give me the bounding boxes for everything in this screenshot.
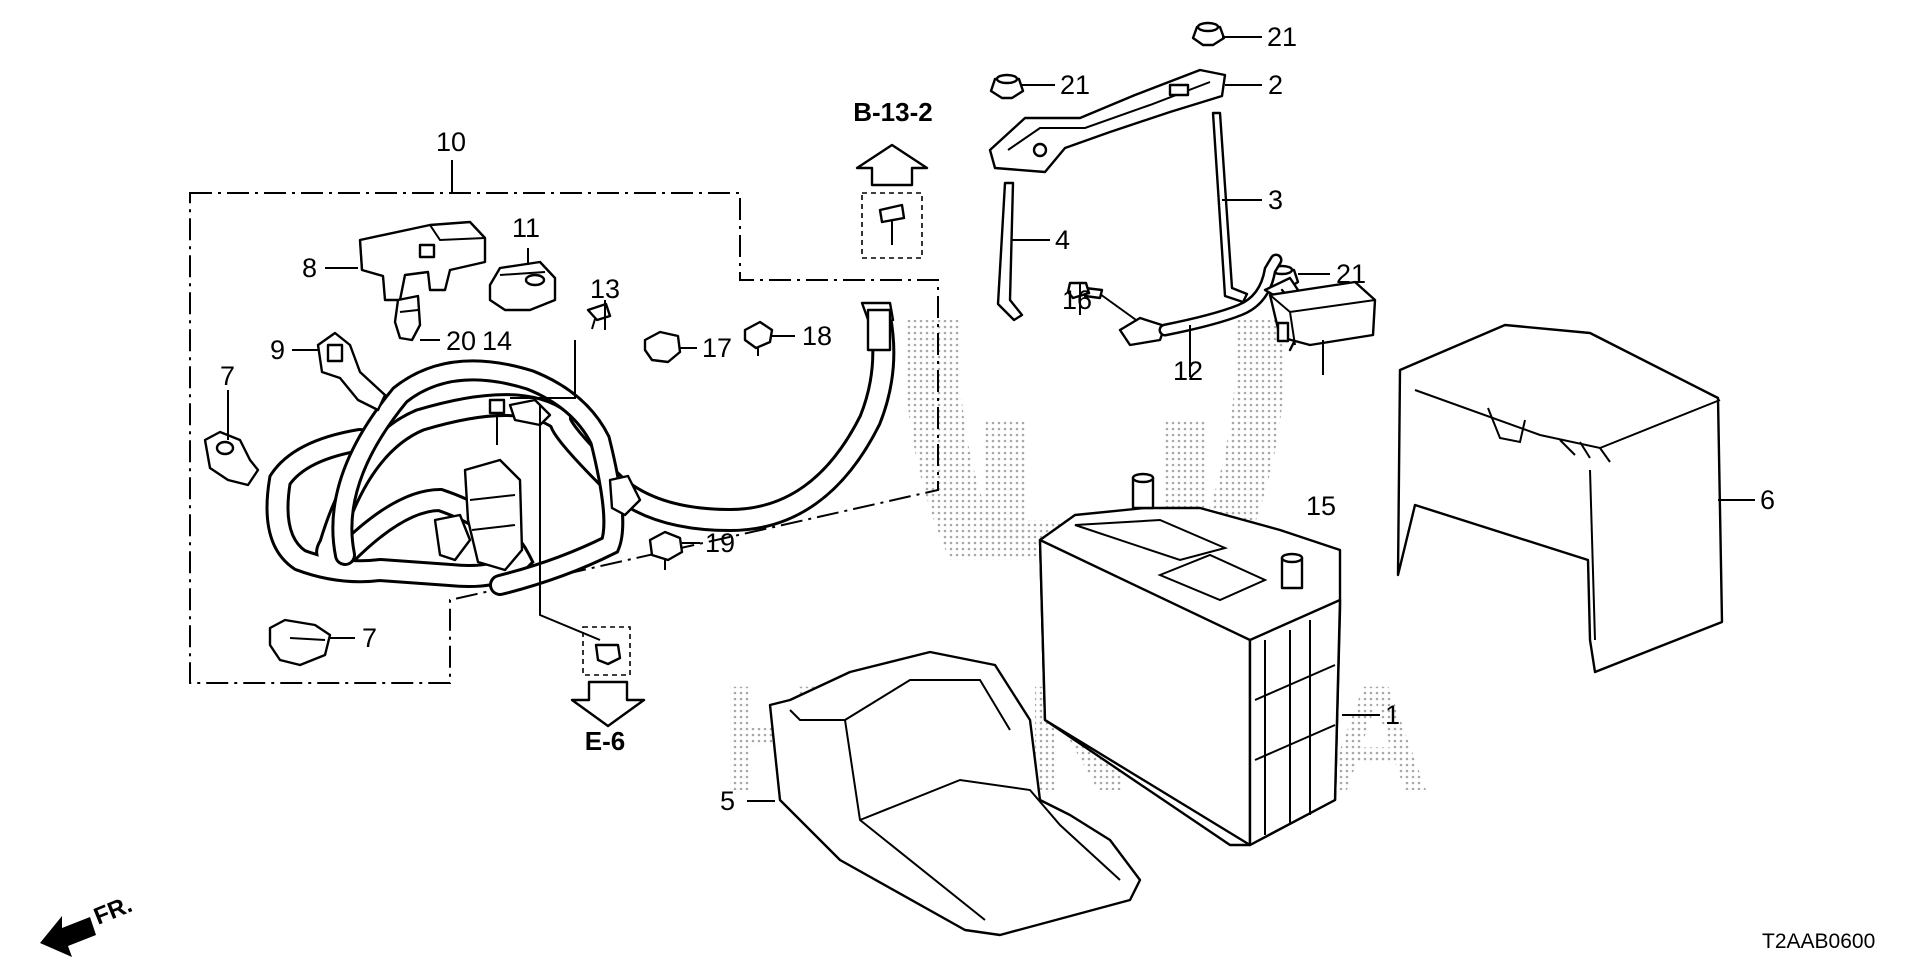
callout-6: 6 (1760, 485, 1775, 515)
reference-lower: E-6 (585, 726, 625, 756)
ground-cable (1083, 253, 1300, 347)
reference-nut-lower (570, 626, 646, 728)
callout-2: 2 (1268, 70, 1283, 100)
callout-18: 18 (802, 321, 832, 351)
terminal-cap-upper (203, 430, 260, 487)
up-arrow-icon (855, 143, 929, 187)
front-direction-arrow: FR. (40, 891, 136, 957)
reference-upper: B-13-2 (853, 97, 932, 127)
short-hold-down-bolt (996, 181, 1024, 322)
battery-cable-harness (265, 301, 896, 596)
clip-17 (643, 330, 682, 364)
flange-nut-top (1191, 21, 1226, 47)
battery-cover (1396, 323, 1724, 674)
callout-14: 14 (482, 326, 512, 356)
positive-terminal-cover (488, 260, 557, 312)
down-arrow-icon (570, 680, 646, 728)
reference-bolt-upper (855, 143, 929, 259)
battery-sensor (1268, 280, 1377, 352)
callout-17: 17 (702, 333, 732, 363)
battery (1038, 472, 1342, 847)
callout-12: 12 (1173, 356, 1203, 386)
callout-9: 9 (270, 335, 285, 365)
callout-20: 20 (446, 326, 476, 356)
callout-15: 15 (1306, 491, 1336, 521)
long-hold-down-bolt (1211, 111, 1249, 304)
callout-5: 5 (720, 786, 735, 816)
callout-19: 19 (705, 528, 735, 558)
direction-label: FR. (90, 891, 136, 931)
diagram-code: T2AAB0600 (1762, 930, 1875, 953)
harness-holder (393, 294, 422, 342)
fuse-box-cover (358, 220, 487, 302)
battery-tray (768, 650, 1142, 937)
callout-7-lower: 7 (362, 623, 377, 653)
leader-lines (227, 36, 1755, 802)
clip-13 (586, 302, 612, 330)
callout-1: 1 (1385, 700, 1400, 730)
harness-clip (316, 331, 387, 412)
harness-assembly-boundary (189, 192, 939, 684)
hold-down-bracket (988, 68, 1227, 174)
callout-7-upper: 7 (220, 361, 235, 391)
callout-4: 4 (1055, 225, 1070, 255)
callout-21-top: 21 (1267, 22, 1297, 52)
callout-21-left: 21 (1060, 70, 1090, 100)
callout-8: 8 (302, 253, 317, 283)
clip-19 (648, 530, 684, 570)
terminal-cap-lower (268, 618, 332, 667)
callout-21-right: 21 (1336, 259, 1366, 289)
callout-11: 11 (512, 213, 540, 243)
callout-13: 13 (590, 274, 620, 304)
callout-10: 10 (436, 127, 466, 157)
front-arrow-icon (40, 916, 96, 957)
callout-16: 16 (1062, 285, 1092, 315)
callout-3: 3 (1268, 185, 1283, 215)
flange-nut-left (989, 73, 1025, 100)
clip-14 (488, 398, 506, 415)
clip-18 (743, 320, 774, 356)
